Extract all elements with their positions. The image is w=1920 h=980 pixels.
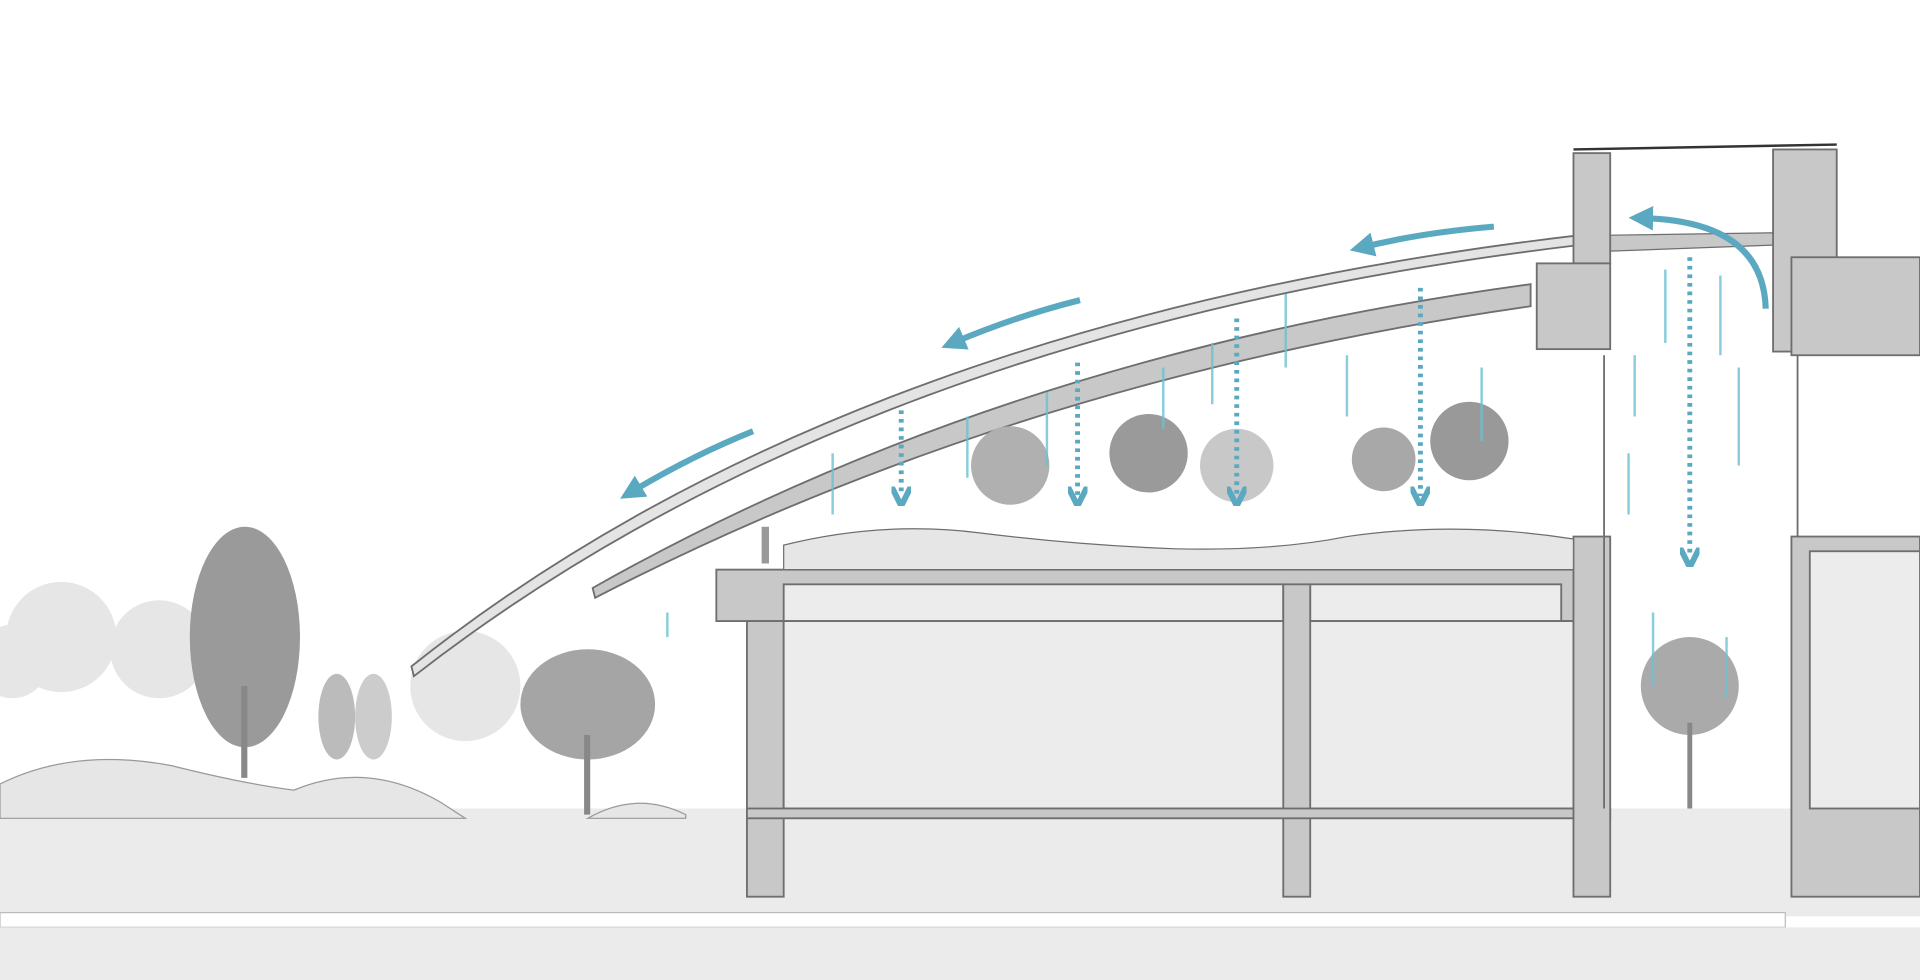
airflow-arrows bbox=[620, 206, 1769, 499]
green-roof-trees bbox=[971, 401, 1739, 809]
outer-roof-extension bbox=[1609, 232, 1777, 252]
inner-roof bbox=[591, 283, 1532, 600]
landscape-trees bbox=[0, 526, 656, 815]
airflow-arrow bbox=[1628, 206, 1769, 309]
green-roof-soil bbox=[783, 528, 1575, 571]
airflow-arrow bbox=[941, 297, 1081, 350]
roof-support bbox=[761, 526, 769, 564]
airflow-arrow bbox=[620, 428, 755, 499]
rain-streaks bbox=[666, 269, 1740, 699]
rainwater-arrows bbox=[901, 257, 1690, 557]
airflow-arrow bbox=[1349, 223, 1495, 257]
building-section bbox=[715, 143, 1920, 898]
